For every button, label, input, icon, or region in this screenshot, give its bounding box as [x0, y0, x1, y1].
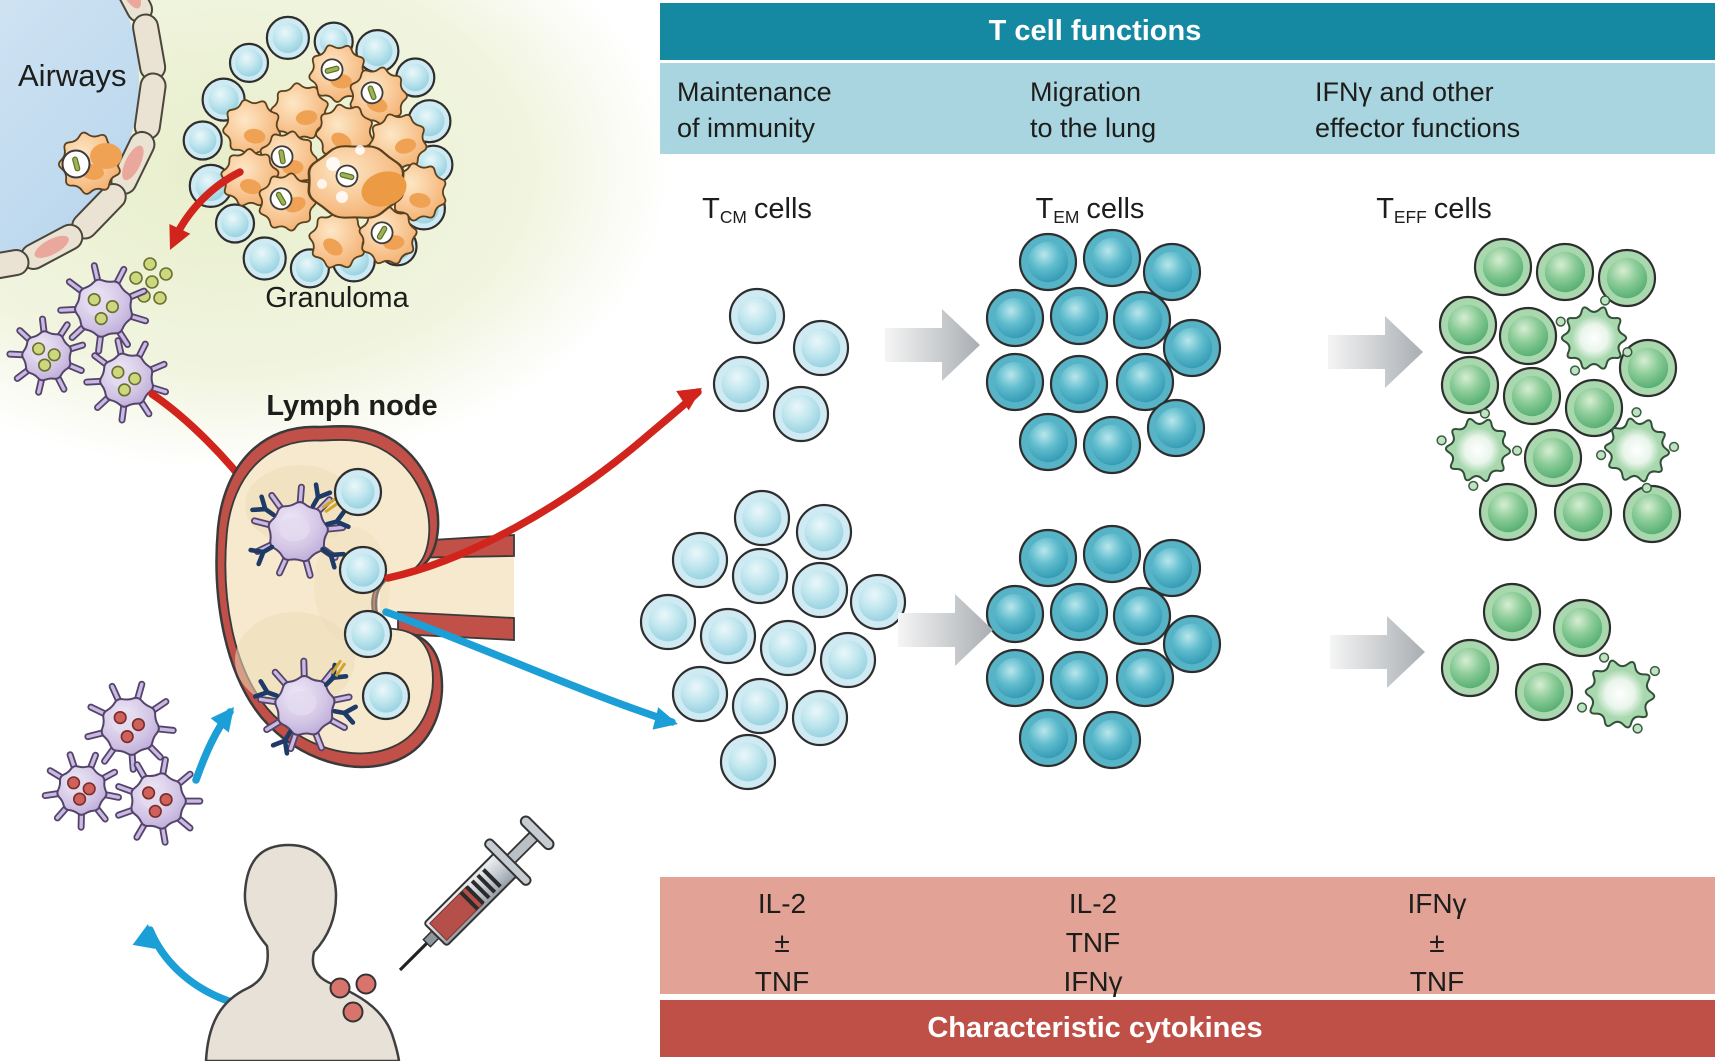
teff-cells-label: TEFF cells	[1376, 193, 1492, 228]
airways-label: Airways	[18, 58, 127, 93]
syringe-icon	[398, 815, 555, 972]
granuloma-label: Granuloma	[265, 282, 409, 314]
header-band	[660, 3, 1715, 60]
label-subscript: EFF	[1393, 207, 1427, 228]
footer-title: Characteristic cytokines	[927, 1012, 1263, 1044]
footer-band	[660, 1000, 1715, 1057]
cytokine-line: IL-2	[1068, 888, 1118, 919]
dendritic-cells-antigen	[6, 262, 169, 424]
tcm-cells-label: TCM cells	[702, 193, 812, 228]
label-text: T	[1376, 193, 1394, 225]
cytokine-line: IL-2	[757, 888, 807, 919]
column-header-line: Migration	[1030, 77, 1142, 107]
label-text: cells	[753, 193, 812, 225]
label-text: cells	[1433, 193, 1492, 225]
lymph-node-label: Lymph node	[266, 390, 438, 422]
tem-cluster-row2	[985, 524, 1222, 770]
cytokines-col-1: IL-2 ± TNF	[755, 884, 809, 1001]
tem-cluster-row1	[985, 228, 1222, 475]
progression-arrows	[885, 309, 1425, 688]
teff-cluster-row1	[1436, 237, 1682, 544]
column-header-line: of immunity	[677, 113, 816, 143]
column-header-line: Maintenance	[677, 77, 832, 107]
cytokines-col-3: IFNγ ± TNF	[1407, 884, 1466, 1001]
cytokine-line: ±	[774, 927, 790, 958]
label-subscript: CM	[719, 207, 747, 228]
arrow-node-to-naive	[382, 608, 678, 730]
dendritic-cells-vaccine	[41, 680, 204, 846]
label-subscript: EM	[1053, 207, 1080, 228]
column-header-migration: Migration to the lung	[1030, 74, 1156, 146]
tem-cells-label: TEM cells	[1036, 193, 1145, 228]
subheader-band	[660, 63, 1715, 154]
teff-cluster-row2	[1440, 582, 1661, 734]
cytokine-line: ±	[1429, 927, 1445, 958]
arrow-node-to-tcm	[384, 388, 702, 582]
column-header-effector: IFNγ and other effector functions	[1315, 74, 1520, 146]
lymph-node-illustration	[215, 424, 515, 769]
column-header-line: to the lung	[1030, 113, 1157, 143]
tcm-cluster-row1	[712, 287, 850, 443]
arrow-dcs-to-lymph-node-vaccine	[192, 707, 234, 784]
column-header-line: effector functions	[1315, 113, 1521, 143]
column-header-line: IFNγ and other	[1315, 77, 1494, 107]
cytokine-band	[660, 877, 1715, 994]
arrow-granuloma-to-dcs	[169, 168, 244, 250]
cytokine-line: IFNγ	[1407, 888, 1467, 919]
cytokine-line: TNF	[754, 966, 810, 997]
label-text: T	[1035, 193, 1054, 225]
human-body-silhouette	[204, 843, 401, 1061]
label-text: cells	[1086, 193, 1145, 225]
panel-title: T cell functions	[988, 15, 1202, 47]
granuloma-illustration	[182, 15, 454, 289]
cytokine-line: IFNγ	[1063, 966, 1123, 997]
column-header-maintenance: Maintenance of immunity	[677, 74, 832, 146]
tcm-cluster-row2	[639, 489, 907, 791]
cytokine-line: TNF	[1409, 966, 1465, 997]
label-text: T	[702, 193, 720, 225]
cytokines-col-2: IL-2 TNF IFNγ	[1063, 884, 1122, 1001]
cytokine-line: TNF	[1065, 927, 1121, 958]
antigen-dots	[129, 257, 173, 305]
